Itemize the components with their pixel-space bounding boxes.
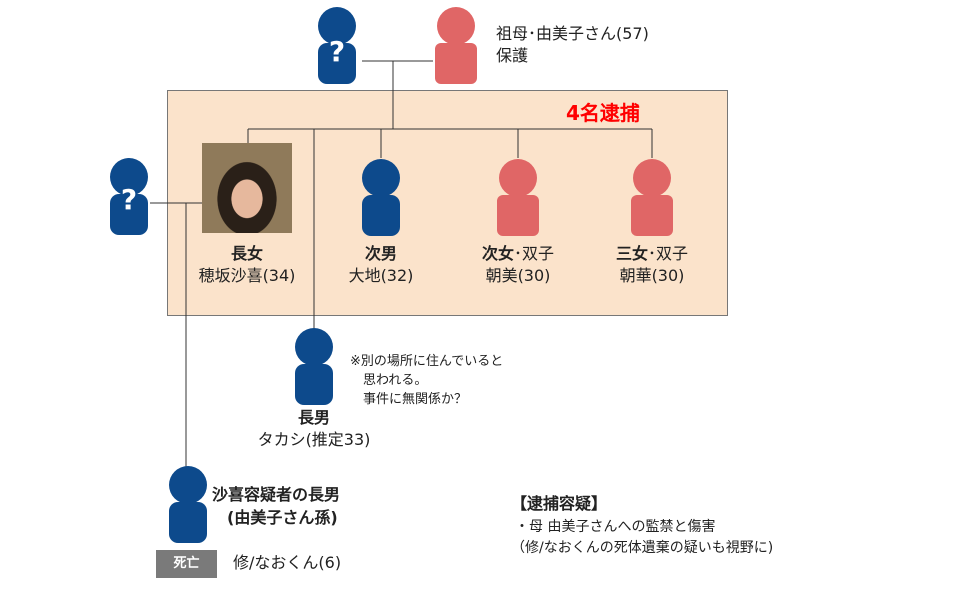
son2-name: 大地(32): [348, 266, 414, 285]
daughter3-icon: [631, 159, 673, 236]
charges-line2: （修/なおくんの死体遺棄の疑いも視野に): [511, 540, 774, 556]
daughter3-role-suffix: ･双子: [648, 244, 689, 263]
daughter2-role-line: 次女･双子: [468, 243, 568, 265]
grandmother-icon: [435, 7, 477, 84]
grandfather-unknown-icon: ?: [318, 7, 356, 84]
grandson-icon: [169, 466, 207, 543]
unknown-mark: ?: [121, 183, 137, 216]
grandmother-label: 祖母･由美子さん(57): [496, 24, 649, 43]
arrest-header: 4名逮捕: [566, 101, 640, 125]
note-line1: ※別の場所に住んでいると: [350, 354, 504, 369]
daughter3-role-line: 三女･双子: [602, 243, 702, 265]
daughter3-role: 三女: [615, 244, 648, 263]
charges-title: 【逮捕容疑】: [511, 494, 608, 513]
son2-role: 次男: [364, 244, 397, 263]
deceased-badge: 死亡: [156, 550, 217, 578]
partner-unknown-icon: ?: [110, 158, 148, 235]
note-line2: 思われる。: [363, 373, 428, 388]
daughter2-role-suffix: ･双子: [514, 244, 555, 263]
son1-role: 長男: [297, 408, 330, 427]
daughter1-role: 長女: [230, 244, 263, 263]
grandmother-status: 保護: [496, 46, 529, 65]
grandson-relation: (由美子さん孫): [227, 508, 338, 527]
unknown-mark: ?: [329, 35, 345, 68]
grandson-label: 沙喜容疑者の長男: [212, 485, 341, 504]
daughter1-name: 穂坂沙喜(34): [198, 266, 296, 285]
grandson-name: 修/なおくん(6): [233, 553, 342, 572]
note-line3: 事件に無関係か？: [363, 392, 468, 407]
daughter2-role: 次女: [481, 244, 514, 263]
son1-icon: [295, 328, 333, 405]
daughter3-name: 朝華(30): [619, 266, 685, 285]
daughter2-icon: [497, 159, 539, 236]
son2-icon: [362, 159, 400, 236]
charges-line1: ・母 由美子さんへの監禁と傷害: [515, 519, 716, 535]
daughter2-name: 朝美(30): [485, 266, 551, 285]
daughter1-photo: [202, 143, 292, 233]
son1-name: タカシ(推定33): [257, 430, 371, 449]
